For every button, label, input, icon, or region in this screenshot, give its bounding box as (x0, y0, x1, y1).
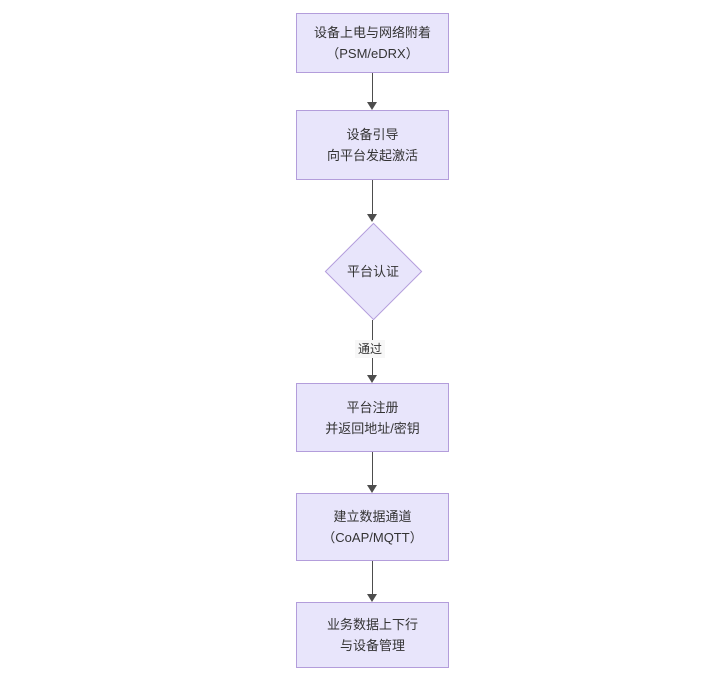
edge-arrowhead-n5-to-n6 (367, 594, 377, 602)
flow-node-label-line2: （PSM/eDRX） (326, 46, 419, 61)
edge-line-n5-to-n6 (371, 561, 373, 594)
flow-node-n1[interactable]: 设备上电与网络附着 （PSM/eDRX） (296, 13, 449, 73)
flow-node-label-line2: 与设备管理 (339, 638, 405, 653)
flow-node-n5[interactable]: 建立数据通道 （CoAP/MQTT） (296, 493, 449, 561)
flow-node-label-line1: 平台认证 (346, 263, 399, 279)
edge-line-n4-to-n5 (371, 452, 373, 485)
flow-node-n4[interactable]: 平台注册并返回地址/密钥 (296, 383, 449, 452)
flow-node-label-line1: 建立数据通道 (333, 509, 412, 524)
edge-arrowhead-n2-to-n3 (367, 214, 377, 222)
flow-node-label-line1: 业务数据上下行 (326, 617, 418, 632)
flow-node-n2[interactable]: 设备引导向平台发起激活 (296, 110, 449, 180)
flow-node-label-line1: 设备引导 (346, 127, 399, 142)
flow-node-label-line2: 向平台发起激活 (326, 148, 418, 163)
edge-label-n3-to-n4: 通过 (355, 339, 386, 358)
flow-node-label-line1: 平台注册 (346, 399, 399, 415)
edge-arrowhead-n3-to-n4 (367, 375, 377, 383)
flow-node-label-line2: （CoAP/MQTT） (322, 530, 423, 545)
flow-node-label-line1: 设备上电与网络附着 (313, 25, 431, 40)
flow-node-n3[interactable]: 平台认证 (324, 222, 422, 320)
flow-node-label-line2: 并返回地址/密钥 (325, 420, 420, 436)
edge-line-n2-to-n3 (371, 180, 373, 214)
flow-node-n6[interactable]: 业务数据上下行与设备管理 (296, 602, 449, 668)
edge-line-n1-to-n2 (371, 73, 373, 102)
edge-arrowhead-n4-to-n5 (367, 485, 377, 493)
edge-arrowhead-n1-to-n2 (367, 102, 377, 110)
